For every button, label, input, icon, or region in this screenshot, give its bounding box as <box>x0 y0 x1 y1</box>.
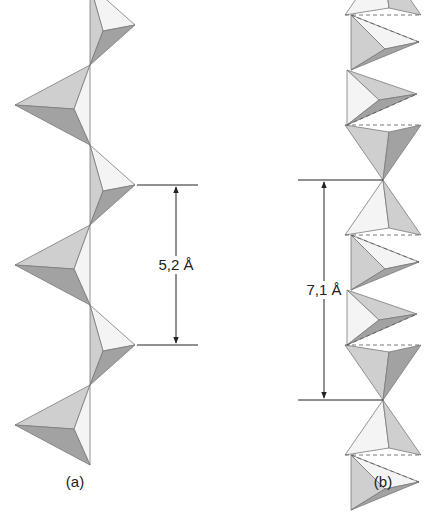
tetrahedron-face <box>347 314 417 345</box>
tetrahedron-face <box>345 180 389 235</box>
extension-line <box>137 185 198 186</box>
tetrahedron-face <box>345 0 389 15</box>
tetrahedron-face <box>351 42 419 70</box>
panel-label: (b) <box>372 473 394 491</box>
dimension-a <box>137 185 198 345</box>
hidden-edge <box>345 455 421 456</box>
panel-label: (a) <box>64 473 86 491</box>
hidden-edge <box>347 94 417 125</box>
hidden-edge <box>345 125 421 126</box>
tetrahedron-face <box>383 125 421 180</box>
hidden-edge <box>347 314 417 345</box>
tetrahedron-face <box>345 125 389 180</box>
tetrahedron-face <box>15 265 90 305</box>
tetrahedron-face <box>345 400 389 455</box>
hidden-edge <box>351 235 419 262</box>
tetrahedron-face <box>383 400 421 455</box>
tetrahedron-face <box>90 25 135 65</box>
extension-line <box>298 400 383 401</box>
dimension-label: 7,1 Å <box>304 281 343 299</box>
dimension-label: 5,2 Å <box>156 256 195 274</box>
tetrahedra-chain-b <box>345 0 421 510</box>
extension-line <box>298 180 383 181</box>
tetrahedra-chain-a <box>15 0 135 465</box>
tetrahedron-face <box>90 185 135 225</box>
hidden-edge <box>345 235 421 236</box>
tetrahedron-face <box>15 425 90 465</box>
tetrahedron-face <box>90 345 135 385</box>
hidden-edge <box>345 345 421 346</box>
tetrahedron-face <box>351 262 419 290</box>
hidden-edge <box>351 15 419 42</box>
tetrahedron-face <box>347 94 417 125</box>
dimension-b <box>298 180 383 400</box>
extension-line <box>137 345 198 346</box>
tetrahedron-face <box>383 345 421 400</box>
tetrahedron-face <box>383 0 421 15</box>
hidden-edge <box>345 15 421 16</box>
tetrahedron-face <box>15 105 90 145</box>
tetrahedron-face <box>383 180 421 235</box>
tetrahedron-face <box>345 345 389 400</box>
